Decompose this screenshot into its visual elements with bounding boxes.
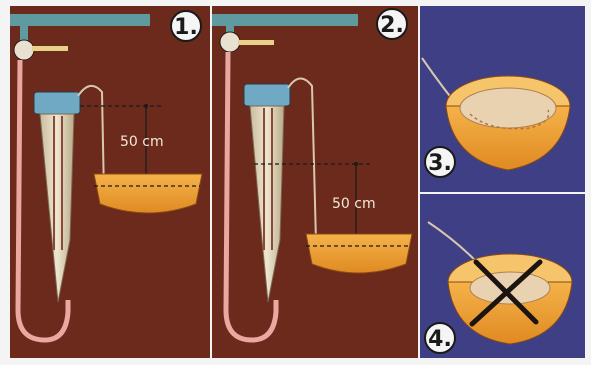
panel-3: 3. xyxy=(420,6,585,192)
step-number: 3. xyxy=(428,151,452,176)
panel-1: 50 cm 1. xyxy=(10,6,210,358)
stopcock-handle xyxy=(32,46,68,51)
water-surface xyxy=(460,88,556,128)
tube-cap xyxy=(244,84,290,106)
water-pipe xyxy=(10,14,150,26)
stopcock-handle xyxy=(238,40,274,45)
height-label: 50 cm xyxy=(332,196,376,212)
dimension-dot xyxy=(144,104,148,108)
bowl xyxy=(94,174,202,213)
bowl xyxy=(306,234,412,273)
water-pipe xyxy=(212,14,358,26)
height-label: 50 cm xyxy=(120,134,164,150)
step-number: 2. xyxy=(380,13,404,38)
stopcock xyxy=(14,40,34,60)
panel-2: 50 cm 2. xyxy=(212,6,418,358)
panel-4: 4. xyxy=(420,194,585,358)
dimension-dot xyxy=(354,162,358,166)
stopcock xyxy=(220,32,240,52)
step-number: 1. xyxy=(174,15,198,40)
step-number: 4. xyxy=(428,327,452,352)
tube-cap xyxy=(34,92,80,114)
